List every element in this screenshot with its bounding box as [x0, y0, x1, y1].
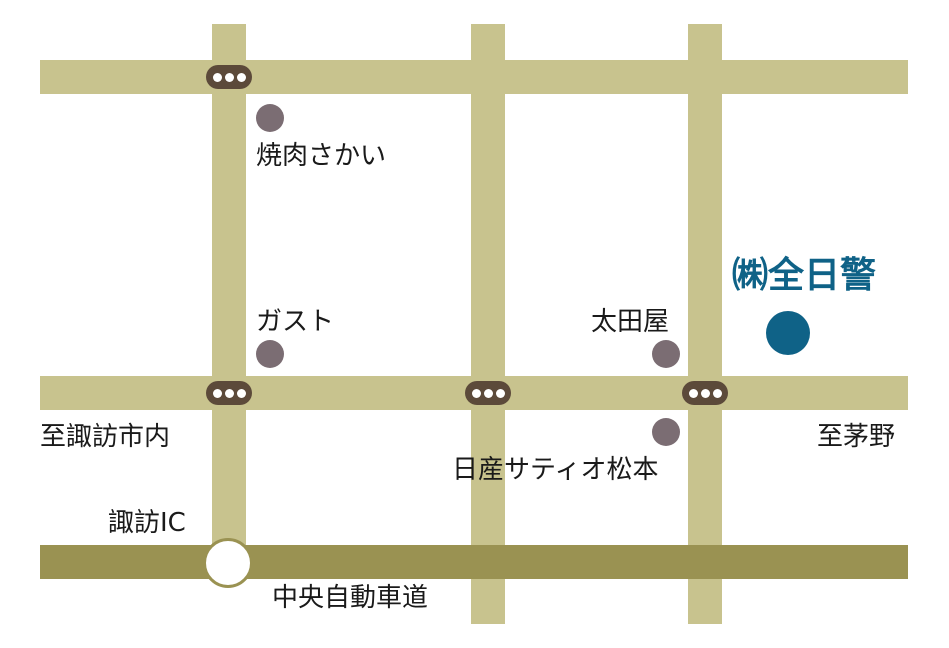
- road-vertical-right: [688, 24, 722, 624]
- landmark-otaya-label: 太田屋: [591, 307, 670, 337]
- poi-marker-icon: [652, 418, 680, 446]
- interchange-label: 諏訪IC: [108, 508, 186, 538]
- destination-company-name: ㈱全日警: [732, 255, 877, 296]
- expressway-road: [40, 545, 908, 579]
- landmark-nissan-label: 日産サティオ松本: [452, 455, 659, 485]
- destination-marker-icon: [766, 311, 810, 355]
- road-vertical-left: [212, 24, 246, 564]
- poi-marker-icon: [652, 340, 680, 368]
- road-vertical-center: [471, 24, 505, 624]
- landmark-gusto-label: ガスト: [256, 307, 335, 337]
- landmark-yakiniku-label: 焼肉さかい: [256, 141, 387, 171]
- interchange-icon: [203, 538, 253, 588]
- direction-suwa-city-label: 至諏訪市内: [40, 422, 171, 452]
- traffic-signal-icon: [682, 381, 728, 405]
- traffic-signal-icon: [465, 381, 511, 405]
- expressway-label: 中央自動車道: [272, 583, 429, 613]
- traffic-signal-icon: [206, 65, 252, 89]
- direction-chino-label: 至茅野: [817, 422, 896, 452]
- poi-marker-icon: [256, 104, 284, 132]
- poi-marker-icon: [256, 340, 284, 368]
- traffic-signal-icon: [206, 381, 252, 405]
